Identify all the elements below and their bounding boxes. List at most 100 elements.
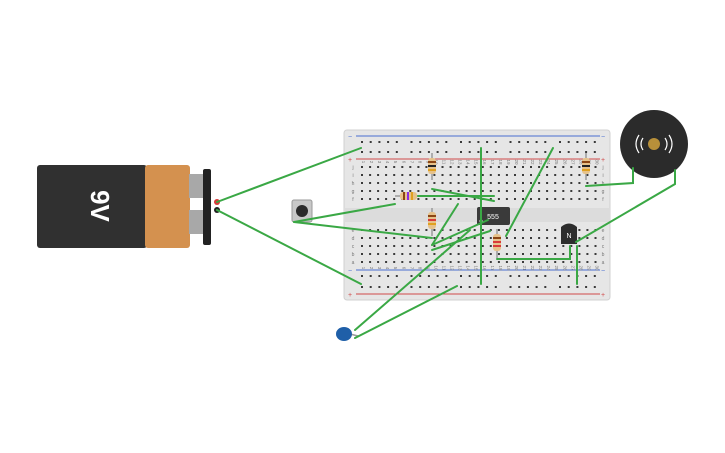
breadboard-hole[interactable]	[522, 198, 524, 200]
breadboard-hole[interactable]	[554, 245, 557, 247]
breadboard-hole[interactable]	[530, 166, 532, 168]
resistor-2[interactable]	[395, 192, 423, 200]
breadboard-rail-hole[interactable]	[427, 286, 430, 288]
breadboard-rail-hole[interactable]	[445, 275, 448, 277]
breadboard-hole[interactable]	[465, 261, 468, 263]
breadboard-rail-hole[interactable]	[535, 275, 538, 277]
wire[interactable]	[585, 167, 634, 187]
breadboard-rail-hole[interactable]	[567, 286, 570, 288]
breadboard-hole[interactable]	[489, 229, 492, 231]
breadboard-hole[interactable]	[538, 245, 541, 247]
breadboard-hole[interactable]	[489, 182, 492, 184]
breadboard-rail-hole[interactable]	[535, 286, 538, 288]
breadboard-hole[interactable]	[385, 261, 388, 263]
breadboard-hole[interactable]	[409, 166, 412, 168]
breadboard-hole[interactable]	[417, 245, 420, 247]
breadboard-rail-hole[interactable]	[559, 286, 561, 288]
breadboard-hole[interactable]	[449, 190, 452, 192]
breadboard-hole[interactable]	[473, 198, 476, 200]
breadboard-hole[interactable]	[481, 229, 484, 231]
breadboard-rail-hole[interactable]	[518, 141, 521, 143]
breadboard-hole[interactable]	[449, 166, 452, 168]
breadboard-hole[interactable]	[570, 261, 573, 263]
push-button-icon[interactable]	[291, 199, 313, 223]
breadboard-hole[interactable]	[425, 261, 428, 263]
breadboard-hole[interactable]	[554, 182, 557, 184]
breadboard-hole[interactable]	[538, 237, 541, 239]
breadboard-hole[interactable]	[586, 182, 589, 184]
breadboard-hole[interactable]	[393, 182, 396, 184]
breadboard-hole[interactable]	[417, 190, 420, 192]
breadboard-rail-hole[interactable]	[567, 141, 570, 143]
breadboard-hole[interactable]	[417, 237, 420, 239]
breadboard-hole[interactable]	[361, 166, 363, 168]
resistor-5[interactable]	[582, 153, 590, 180]
breadboard-rail-hole[interactable]	[509, 141, 512, 143]
breadboard-hole[interactable]	[425, 174, 428, 176]
breadboard-hole[interactable]	[377, 245, 380, 247]
breadboard-hole[interactable]	[473, 261, 476, 263]
breadboard-hole[interactable]	[401, 245, 404, 247]
breadboard-hole[interactable]	[441, 198, 444, 200]
breadboard-hole[interactable]	[433, 182, 436, 184]
breadboard-hole[interactable]	[433, 198, 436, 200]
breadboard-rail-hole[interactable]	[445, 151, 448, 153]
breadboard-hole[interactable]	[441, 174, 444, 176]
breadboard-hole[interactable]	[594, 174, 597, 176]
breadboard-hole[interactable]	[401, 166, 404, 168]
breadboard-rail-hole[interactable]	[535, 141, 538, 143]
breadboard-hole[interactable]	[522, 229, 524, 231]
breadboard-rail-hole[interactable]	[567, 275, 570, 277]
breadboard-rail-hole[interactable]	[378, 275, 381, 277]
breadboard-hole[interactable]	[465, 166, 468, 168]
breadboard-hole[interactable]	[554, 253, 557, 255]
breadboard-hole[interactable]	[554, 166, 557, 168]
breadboard-hole[interactable]	[514, 190, 516, 192]
breadboard-rail-hole[interactable]	[544, 141, 547, 143]
breadboard-hole[interactable]	[481, 245, 484, 247]
breadboard-hole[interactable]	[546, 229, 549, 231]
breadboard-hole[interactable]	[578, 190, 581, 192]
breadboard-hole[interactable]	[586, 261, 589, 263]
breadboard-rail-hole[interactable]	[395, 151, 398, 153]
breadboard-hole[interactable]	[505, 245, 508, 247]
breadboard-hole[interactable]	[457, 198, 460, 200]
breadboard-hole[interactable]	[546, 237, 549, 239]
breadboard-hole[interactable]	[449, 198, 452, 200]
breadboard-hole[interactable]	[425, 166, 428, 168]
breadboard-hole[interactable]	[594, 245, 597, 247]
breadboard-hole[interactable]	[497, 166, 500, 168]
breadboard-hole[interactable]	[522, 253, 524, 255]
breadboard-rail-hole[interactable]	[477, 151, 480, 153]
breadboard-hole[interactable]	[497, 229, 500, 231]
breadboard-rail-hole[interactable]	[518, 151, 521, 153]
breadboard-hole[interactable]	[361, 261, 363, 263]
breadboard-hole[interactable]	[473, 229, 476, 231]
breadboard-hole[interactable]	[554, 261, 557, 263]
breadboard-hole[interactable]	[546, 182, 549, 184]
breadboard-hole[interactable]	[562, 190, 565, 192]
breadboard-hole[interactable]	[586, 245, 589, 247]
breadboard-hole[interactable]	[449, 182, 452, 184]
npn-transistor[interactable]: N	[561, 223, 577, 245]
wire[interactable]	[431, 219, 489, 246]
breadboard-hole[interactable]	[417, 198, 420, 200]
breadboard-hole[interactable]	[594, 190, 597, 192]
breadboard-hole[interactable]	[570, 166, 573, 168]
breadboard-rail-hole[interactable]	[526, 141, 529, 143]
breadboard-hole[interactable]	[578, 237, 581, 239]
breadboard-hole[interactable]	[489, 166, 492, 168]
breadboard-hole[interactable]	[457, 182, 460, 184]
wire[interactable]	[216, 209, 362, 285]
breadboard-rail-hole[interactable]	[585, 151, 588, 153]
breadboard-rail-hole[interactable]	[544, 275, 547, 277]
breadboard-hole[interactable]	[586, 190, 589, 192]
breadboard-rail-hole[interactable]	[477, 286, 480, 288]
breadboard-hole[interactable]	[393, 245, 396, 247]
breadboard-hole[interactable]	[514, 166, 516, 168]
breadboard-rail-hole[interactable]	[468, 151, 471, 153]
breadboard-hole[interactable]	[369, 253, 372, 255]
breadboard-rail-hole[interactable]	[436, 286, 439, 288]
wire[interactable]	[431, 203, 459, 246]
breadboard-rail-hole[interactable]	[369, 275, 372, 277]
